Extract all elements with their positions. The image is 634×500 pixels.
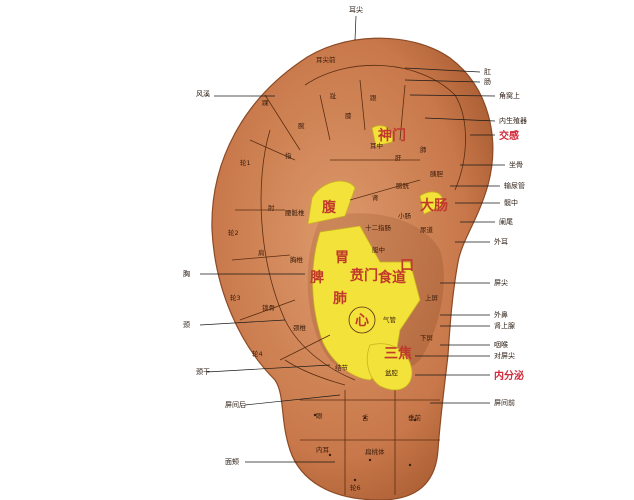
label-chest: 胸	[183, 269, 190, 278]
inner-b2: 肝	[395, 154, 402, 162]
label-fossa-upper: 角窝上	[499, 91, 520, 100]
yellow-labels: 神门 腹 大肠 胃 贲门 食道 口 脾 肺 心 三焦	[310, 127, 448, 362]
heart-circle	[348, 306, 376, 334]
label-sympathetic: 交感	[499, 129, 519, 142]
zone-sanjiao	[366, 343, 413, 391]
inner-h1: 眼	[316, 412, 323, 420]
label-hip-center: 髋中	[504, 198, 518, 207]
inner-i1: 轮1	[240, 158, 251, 167]
inner-c3: 肩	[258, 248, 265, 257]
label-cheek: 面颊	[225, 457, 239, 466]
inner-i3: 轮3	[230, 293, 241, 302]
inner-c2: 肘	[268, 203, 275, 212]
zone-large-intestine	[419, 191, 444, 215]
label-throat: 咽喉	[494, 340, 508, 349]
lobule-dots	[313, 413, 417, 482]
inner-f3: 胰胆	[430, 169, 444, 178]
label-mouth: 口	[400, 258, 414, 274]
zone-stomach-spleen-lung	[312, 225, 421, 381]
label-tragus-apex: 屏尖	[494, 278, 508, 287]
inner-i4: 轮4	[252, 349, 263, 358]
label-neck-trunk: 颈干	[196, 368, 210, 376]
inner-f1: 膀胱	[396, 181, 410, 190]
inner-h5: 扁桃体	[365, 447, 385, 456]
inner-h4: 内耳	[316, 445, 330, 454]
label-outer-ear: 外耳	[494, 237, 508, 246]
label-outer-nose: 外鼻	[494, 310, 508, 319]
inner-g2: 上屏	[425, 293, 439, 302]
label-endocrine: 内分泌	[494, 369, 524, 382]
inner-b1: 耳中	[370, 141, 383, 150]
inner-helix-top: 耳尖前	[316, 55, 336, 64]
inner-a2: 趾	[330, 91, 337, 100]
inner-d2: 胸椎	[290, 255, 304, 264]
inner-d3: 颈椎	[293, 323, 307, 332]
inner-a5: 腕	[298, 121, 305, 130]
label-spleen: 脾	[310, 269, 324, 286]
yellow-zones	[307, 125, 444, 391]
label-occiput: 屏间后	[225, 400, 246, 409]
inner-j4: 盆腔	[385, 368, 399, 377]
inner-g1: 气管	[383, 315, 397, 324]
inner-a4: 膝	[345, 111, 352, 120]
leader-lines	[199, 15, 505, 463]
inner-h3: 垂前	[408, 413, 422, 422]
label-cardia: 贲门	[350, 267, 378, 284]
inner-h2: 舌	[362, 413, 369, 422]
inner-c1: 指	[285, 151, 292, 160]
label-sciatic: 坐骨	[509, 160, 523, 169]
inner-i6: 轮6	[350, 483, 361, 492]
label-esophagus: 食道	[378, 269, 406, 286]
zone-shenmen	[371, 125, 393, 147]
label-lung: 肺	[333, 291, 347, 307]
inner-a1: 踝	[262, 99, 269, 107]
label-large-intestine: 大肠	[420, 197, 448, 214]
inner-i2: 轮2	[228, 228, 239, 237]
label-shenmen: 神门	[378, 127, 406, 144]
label-intertragic-front: 屏间前	[494, 398, 515, 407]
label-ear-apex: 耳尖	[349, 5, 363, 14]
label-intestine: 肠	[484, 77, 491, 86]
helix-rim	[304, 64, 466, 191]
zone-abdomen	[307, 180, 356, 225]
label-appendix: 阑尾	[499, 217, 513, 226]
inner-labels: 耳尖前 踝 趾 跟 膝 腕 耳中 肝 肺 指 肘 肩 锁骨 腰骶椎 胸椎 颈椎 …	[228, 55, 444, 492]
inner-e5: 尿道	[420, 225, 434, 234]
label-neck: 颈	[183, 321, 190, 329]
label-fengxi: 风溪	[196, 89, 210, 98]
inner-d1: 腰骶椎	[285, 208, 305, 217]
label-inner-genitals: 内生殖器	[499, 116, 527, 125]
label-ureter: 输尿管	[504, 181, 525, 190]
inner-f4: 艇中	[372, 245, 385, 254]
label-sanjiao: 三焦	[384, 345, 412, 362]
label-stomach: 胃	[335, 250, 349, 266]
inner-e1: 十二指肠	[365, 223, 392, 232]
inner-c4: 锁骨	[262, 303, 275, 312]
antihelix-rim	[260, 129, 356, 381]
inner-j5: 结节	[335, 363, 349, 372]
zone-dividers	[231, 79, 440, 495]
label-anus: 肛	[484, 68, 491, 76]
label-heart: 心	[355, 313, 369, 329]
inner-b3: 肺	[420, 146, 427, 154]
label-antitragus-apex: 对屏尖	[494, 351, 515, 360]
label-abdomen: 腹	[322, 199, 337, 216]
inner-f2: 肾	[372, 193, 379, 202]
label-adrenal: 肾上腺	[494, 321, 515, 330]
inner-a3: 跟	[370, 94, 377, 102]
inner-g3: 下屏	[420, 334, 434, 342]
inner-e2: 小肠	[398, 211, 412, 220]
